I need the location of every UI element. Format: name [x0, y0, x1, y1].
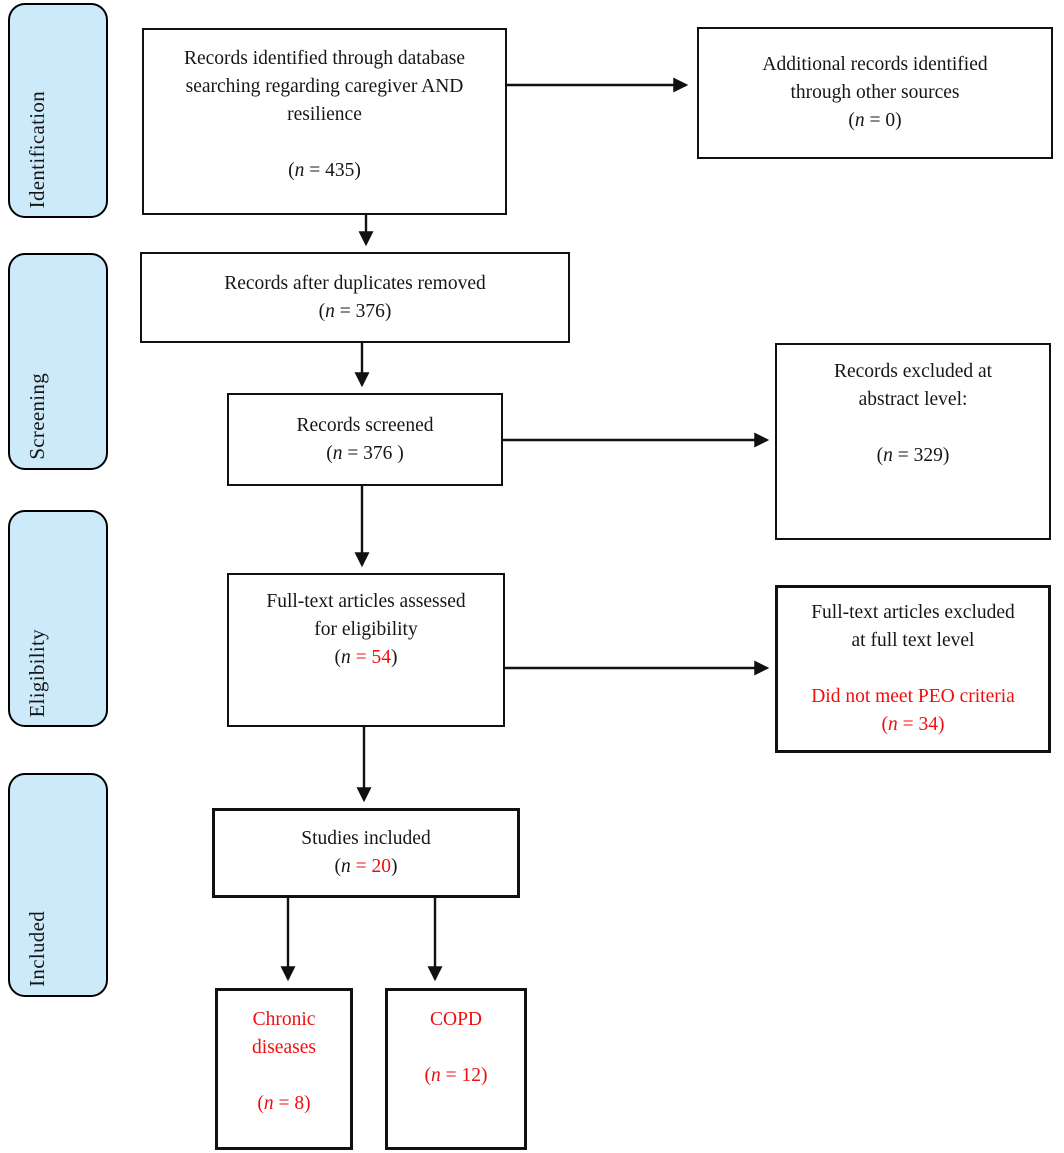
stage-identification: Identification [8, 3, 108, 218]
stage-screening: Screening [8, 253, 108, 470]
box-after-duplicates: Records after duplicates removed(n = 376… [140, 252, 570, 343]
stage-included-label: Included [25, 911, 49, 987]
stage-eligibility-label: Eligibility [25, 628, 49, 717]
stage-included: Included [8, 773, 108, 997]
box-studies-included: Studies included(n = 20) [212, 808, 520, 898]
box-copd: COPD (n = 12) [385, 988, 527, 1150]
stage-identification-label: Identification [25, 90, 49, 208]
stage-screening-label: Screening [25, 373, 49, 460]
box-records-screened: Records screened(n = 376 ) [227, 393, 503, 486]
stage-eligibility: Eligibility [8, 510, 108, 727]
